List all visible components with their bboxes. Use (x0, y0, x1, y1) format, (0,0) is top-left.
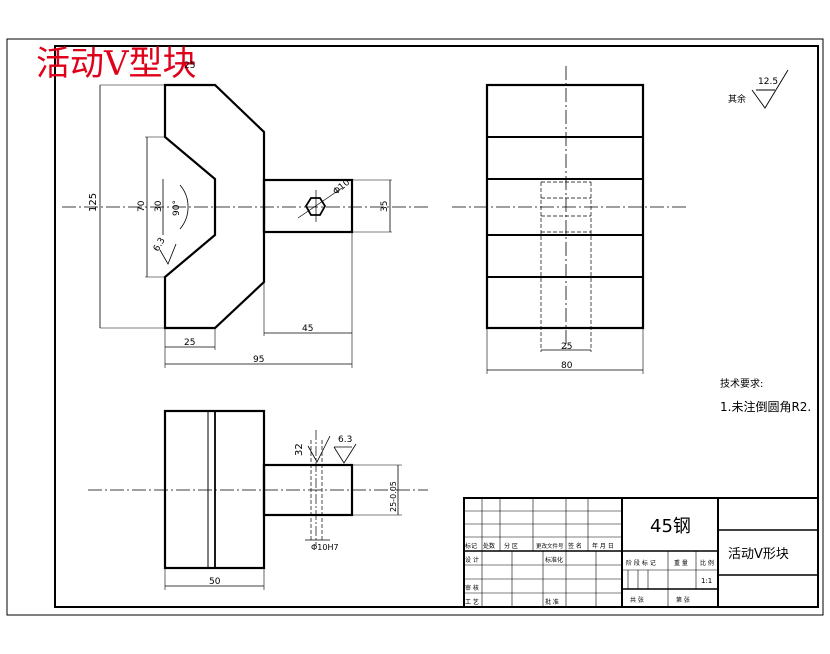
material-label: 45钢 (650, 516, 691, 537)
roughness-rest-label: 其余 (728, 93, 746, 105)
title-block: 标记 处数 分 区 更改文件号 签 名 年 月 日 设 计 标准化 审 核 工 … (463, 497, 819, 608)
dim-bottom-25: 25 (184, 338, 195, 348)
hdr-zone: 分 区 (504, 542, 518, 550)
dim-30: 30 (154, 200, 164, 212)
inner-frame (54, 45, 819, 608)
dim-95: 95 (253, 355, 264, 365)
footer-sheet: 第 张 (676, 596, 690, 604)
roughness-symbol-63 (333, 443, 357, 464)
dim-roughness-63: 6.3 (338, 435, 352, 445)
dim-top-25: 25 (184, 61, 195, 71)
tech-req-item1: 1.未注倒圆角R2. (720, 399, 811, 414)
hdr-file: 更改文件号 (536, 542, 564, 550)
dim-shaft-tol: 25-0.05 (389, 481, 398, 512)
top-shaft-outline (262, 463, 354, 517)
title-block-frame (463, 497, 819, 608)
tech-requirements: 技术要求: 1.未注倒圆角R2. (720, 377, 811, 414)
row-approve: 批 准 (545, 598, 559, 606)
dim-hole-fit: Φ10H7 (311, 543, 339, 552)
hdr-weight: 重 量 (674, 559, 688, 567)
roughness-symbol-v (159, 243, 177, 265)
roughness-rest-symbol (751, 69, 789, 109)
hdr-count: 处数 (483, 542, 495, 550)
angle-arc (179, 184, 189, 230)
front-view: 125 70 30 90° 6.3 25 Φ10 35 25 45 (62, 61, 428, 368)
row-standard: 标准化 (545, 556, 563, 564)
roughness-rest-value: 12.5 (758, 77, 778, 87)
tech-req-heading: 技术要求: (720, 377, 763, 390)
side-outline (485, 83, 645, 330)
top-view: Φ10H7 32 6.3 25-0.05 50 (88, 409, 428, 590)
hdr-sign: 签 名 (568, 542, 582, 550)
dim-45: 45 (302, 324, 313, 334)
hole-leader (297, 187, 343, 219)
hole-outline (304, 197, 327, 216)
dim-70: 70 (137, 200, 147, 212)
dim-35: 35 (380, 201, 390, 212)
roughness-rest: 其余 12.5 (728, 69, 789, 109)
dim-roughness-v: 6.3 (152, 236, 168, 253)
dim-side-25: 25 (561, 342, 572, 352)
dim-angle: 90° (172, 200, 182, 216)
dim-125: 125 (88, 193, 99, 212)
hdr-scale: 比 例 (700, 559, 714, 567)
side-view: 25 80 (452, 66, 688, 374)
drawing-title: 活动V型块 (36, 44, 197, 84)
scale-value: 1:1 (701, 577, 712, 585)
dim-roughness-32: 32 (294, 443, 305, 456)
hdr-date: 年 月 日 (592, 542, 614, 550)
part-name: 活动V形块 (728, 547, 789, 562)
row-design: 设 计 (465, 556, 479, 564)
dim-50: 50 (209, 577, 221, 587)
dim-80: 80 (561, 361, 573, 371)
shaft-outline (262, 178, 354, 234)
row-review: 审 核 (465, 584, 479, 592)
outer-frame (6, 38, 824, 616)
roughness-symbol-32 (307, 435, 331, 463)
footer-total: 共 张 (630, 596, 644, 604)
hdr-stage: 阶 段 标 记 (626, 559, 656, 567)
hdr-mark: 标记 (465, 542, 477, 550)
row-process: 工 艺 (465, 598, 479, 606)
